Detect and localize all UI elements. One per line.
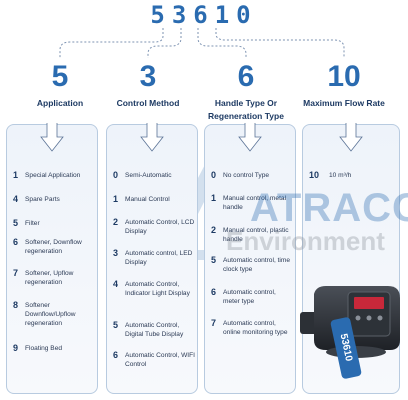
model-code: 53610 [150,1,258,29]
down-arrow-icon [140,123,164,152]
col1-title: Application [36,98,84,108]
col2-number: 3 [139,60,157,93]
col3-title: Handle Type Or Regeneration Type [208,98,284,121]
watermark-brand: ATRACO [250,186,408,230]
col4-title: Maximum Flow Rate [303,98,385,108]
watermark-subtitle: Environment [226,226,385,256]
down-arrow-icon [40,123,64,152]
col2-title: Control Method [116,98,180,108]
down-arrow-icon [238,123,262,152]
col3-number: 6 [237,60,255,93]
col1-number: 5 [51,60,69,93]
down-arrow-icon [339,123,363,152]
col4-number: 10 [327,60,361,93]
connector-lines [59,28,345,58]
